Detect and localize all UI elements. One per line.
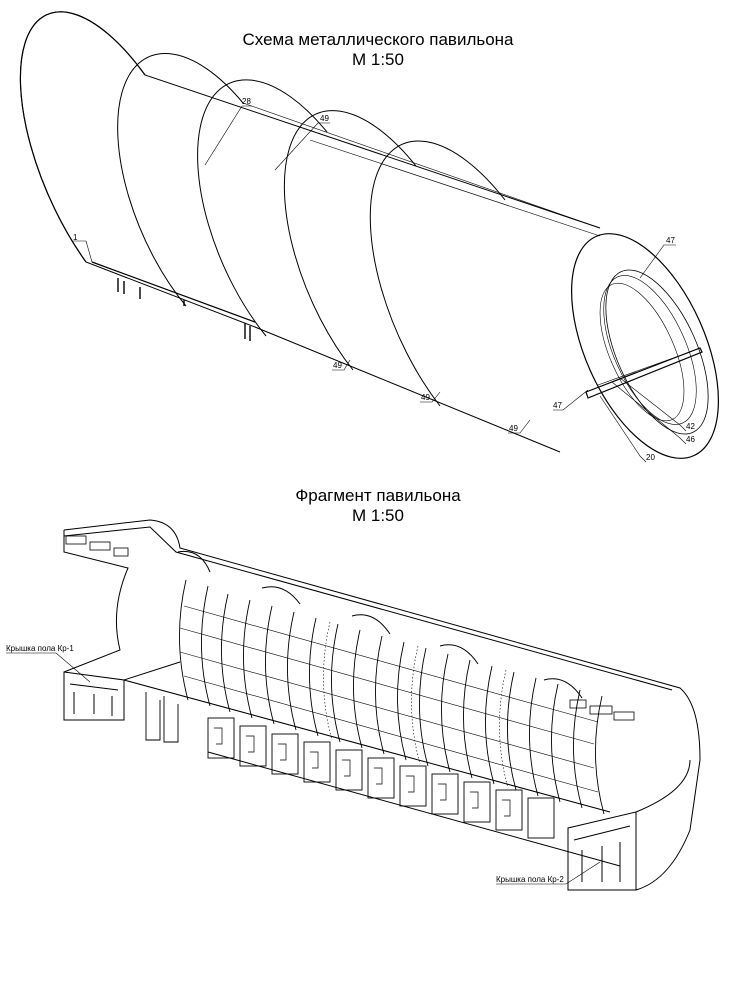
pavilion-fragment: Крышка пола Кр-1 Крышка пола Кр-2 [6,519,701,891]
label-right-leader [496,861,601,885]
roof-joint-3 [351,614,391,635]
base-beam [91,261,256,323]
top-ridge-2 [309,139,601,237]
right-section [567,811,637,891]
callout-49-top: 49 [320,114,329,123]
ring-joint-3 [283,110,417,371]
callout-49-d: 49 [509,424,518,433]
fragment-shell-top-inner [63,526,673,691]
fragment-shell-top [63,519,701,891]
top-ridge [242,102,601,229]
roof-joint-4 [439,644,479,665]
fragment-scale: М 1:50 [352,506,404,525]
rib-frames [179,579,605,815]
callout-47-bottom: 47 [553,401,562,410]
left-section [63,530,181,721]
support-legs [117,278,251,341]
roof-joint-1 [177,550,211,573]
front-opening-inner [605,269,709,435]
label-floor-cover-kr2: Крышка пола Кр-2 [496,875,564,884]
front-opening-outer [571,233,719,459]
callout-49-b: 49 [333,361,342,370]
pavilion-scheme: 1 28 49 47 49 49 49 47 42 46 20 [19,11,719,463]
scheme-scale: М 1:50 [352,50,404,69]
callout-28: 28 [242,97,251,106]
dotted-lines [323,621,509,789]
floor-bottom-edge [207,751,621,867]
floor-channels [214,727,511,817]
label-left-leader [6,652,91,683]
floor-plate [585,347,703,399]
callout-20: 20 [646,453,655,462]
leader-lines [73,105,687,463]
left-end-cap [19,11,146,263]
roof-panel-ends [65,535,635,721]
label-floor-cover-kr1: Крышка пола Кр-1 [6,644,74,653]
inner-ring-2 [599,282,685,422]
floor-top-edge [123,679,611,813]
roof-joint-2 [261,586,301,605]
floor-cover-kr1 [63,671,125,721]
callout-49-c: 49 [421,393,430,402]
fragment-title: Фрагмент павильона [295,486,461,505]
ring-joint-1 [117,52,244,307]
right-end-curve [635,759,691,813]
callout-47-top: 47 [666,236,675,245]
floor-line [597,351,691,386]
ring-joint-2 [197,79,328,337]
callouts: 1 28 49 47 49 49 49 47 42 46 20 [73,97,695,462]
callout-46: 46 [686,435,695,444]
callout-1: 1 [73,233,78,242]
floor-beams [145,692,555,839]
inner-ring-1 [603,275,697,425]
callout-42: 42 [686,422,695,431]
cylinder-outline [19,11,601,453]
stringers [179,605,599,793]
scheme-title: Схема металлического павильона [242,30,514,49]
ring-joint-4 [369,140,506,407]
roof-joint-5 [543,678,583,699]
